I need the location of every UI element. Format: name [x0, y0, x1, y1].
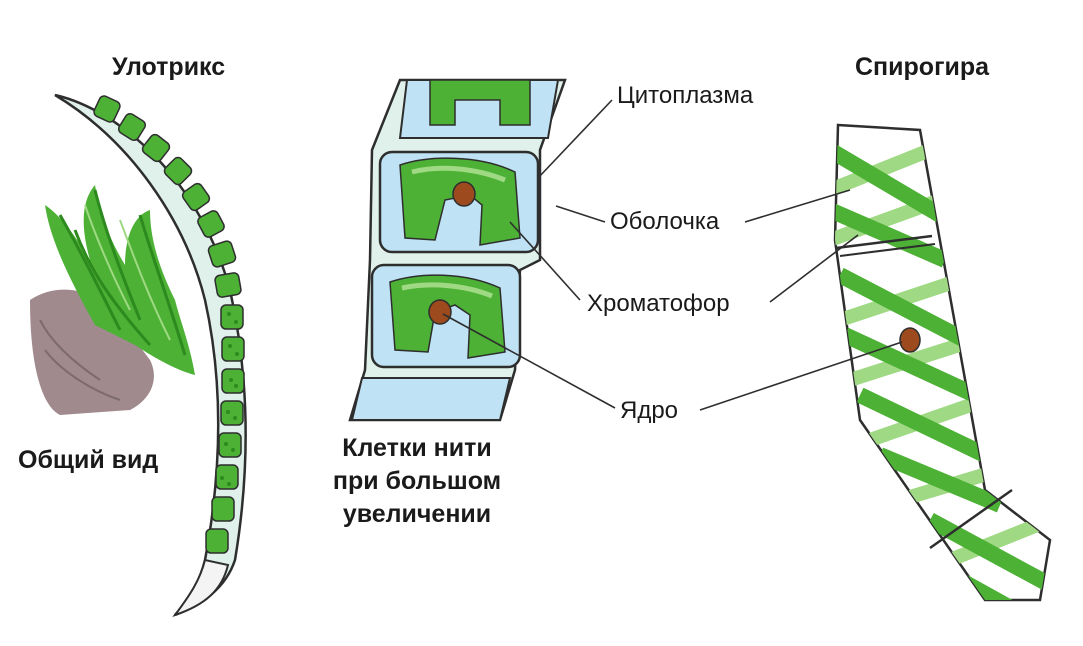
spirogyra-nucleus: [899, 327, 921, 353]
title-magnified-line-3: увеличении: [342, 500, 492, 528]
magnified-filament: [348, 78, 567, 422]
top-chromatophore: [429, 79, 531, 126]
spiral-chromatophores: [835, 143, 1050, 600]
leader-membrane-spirogyra: [744, 189, 851, 223]
filament-cell-dots: [220, 312, 239, 486]
title-magnified-line-1: Клетки нити: [342, 434, 492, 462]
cell-wall-2: [929, 488, 1013, 550]
label-membrane: Оболочка: [610, 208, 720, 235]
chromatophore-2-highlight: [401, 282, 493, 299]
title-general-view: Общий вид: [18, 446, 159, 474]
leader-cytoplasm: [537, 99, 613, 179]
filament-base-cell: [172, 558, 230, 617]
label-cytoplasm: Цитоплазма: [617, 82, 754, 109]
leader-lines: [442, 99, 903, 411]
filament-cells: [93, 95, 245, 554]
leader-nucleus-spirogyra: [699, 341, 903, 411]
label-nucleus: Ядро: [620, 397, 679, 424]
chromatophore-1-highlight: [411, 165, 506, 183]
title-magnified-cells: Клетки нити при большом увеличении: [312, 432, 522, 531]
title-magnified-line-2: при большом: [332, 467, 502, 495]
tuft-highlights: [84, 204, 171, 341]
cell-wall-1: [835, 234, 933, 250]
title-ulothrix: Улотрикс: [112, 53, 226, 81]
soil-texture: [39, 319, 121, 401]
label-chromatophore: Хроматофор: [587, 290, 730, 317]
nucleus-1: [452, 181, 476, 207]
ulothrix-filament: [54, 93, 247, 617]
ulothrix-tuft-illustration: [30, 185, 195, 415]
soil-clump: [30, 289, 154, 415]
leader-chromatophore-spirogyra: [769, 234, 859, 303]
tuft-body: [45, 185, 195, 375]
leader-membrane-magnified: [555, 205, 606, 223]
bottom-partial-cell: [350, 377, 512, 421]
leader-chromatophore-magnified: [509, 221, 581, 301]
cell-wall-1b: [839, 243, 936, 257]
title-spirogyra: Спирогира: [855, 53, 990, 81]
nucleus-2: [428, 299, 452, 325]
spirogyra-filament: [833, 123, 1052, 602]
tuft-strands: [58, 189, 187, 356]
spiral-front-bands: [835, 143, 1050, 600]
leader-nucleus-magnified: [442, 313, 616, 409]
